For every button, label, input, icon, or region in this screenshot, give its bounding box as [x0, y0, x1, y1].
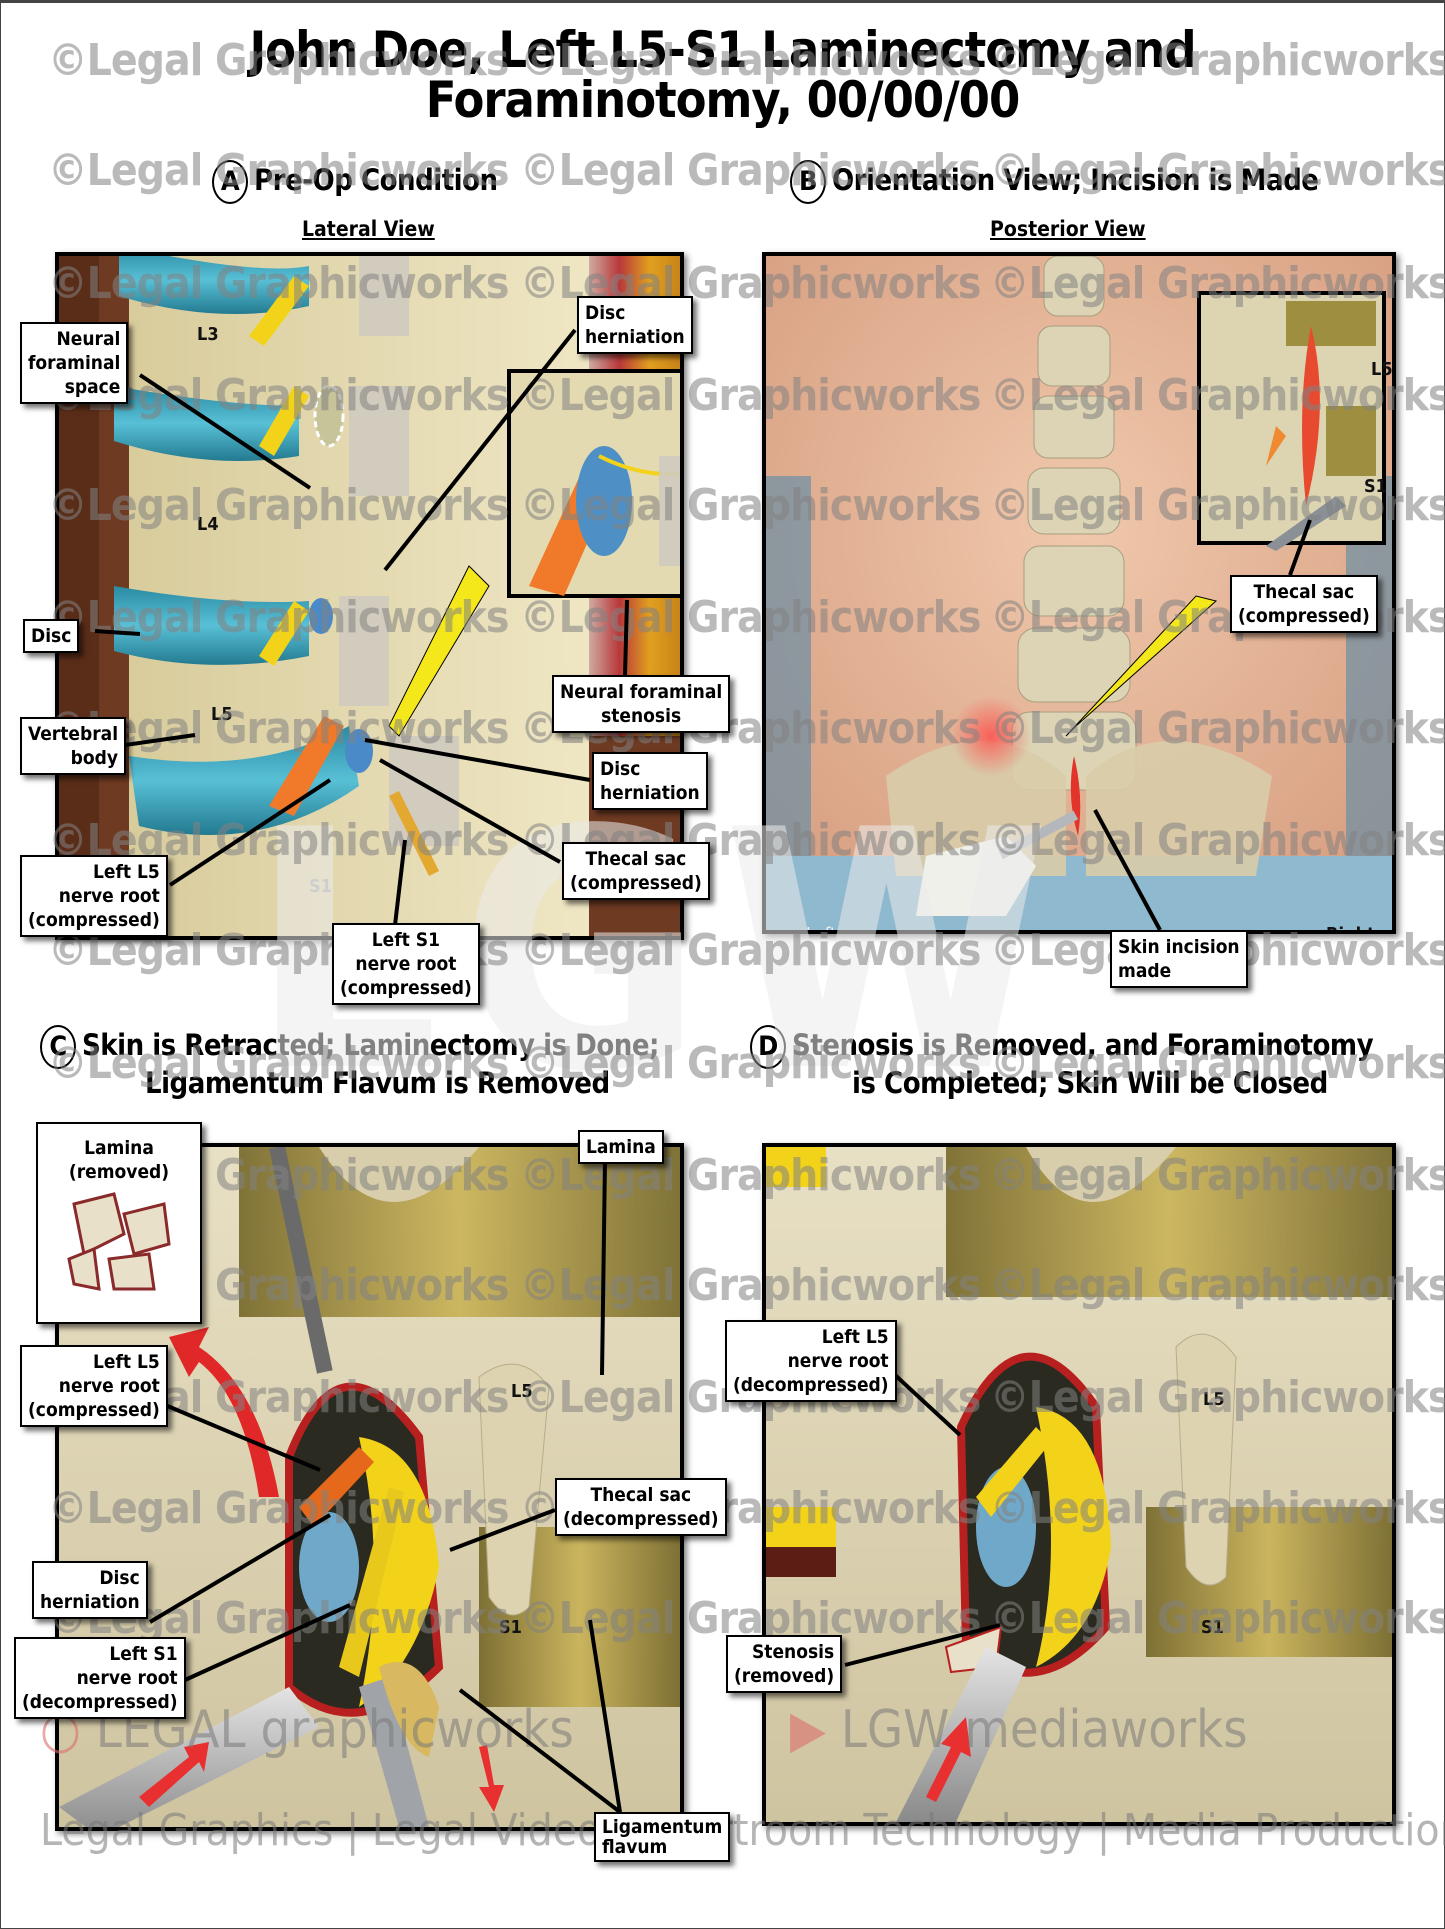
label-thecal-sac-compressed: Thecal sac(compressed): [562, 842, 710, 900]
label-stenosis-removed: Stenosis(removed): [726, 1635, 843, 1693]
page-title-line2: Foraminotomy, 00/00/00: [425, 71, 1021, 129]
incision: [1070, 756, 1081, 836]
scalpel: [998, 810, 1079, 860]
left-l5-nerve-root: [299, 1447, 374, 1527]
vertebra-l3-label: L3: [197, 324, 219, 345]
panel-b-view-label: Posterior View: [990, 217, 1146, 241]
neural-foraminal-space: [313, 384, 345, 448]
foraminotomy-illustration: [766, 1147, 1392, 1822]
inset-vertebra-l5-label: L5: [1371, 359, 1393, 380]
panel-c-letter: C: [40, 1025, 76, 1069]
vertebra-l5-label: L5: [211, 704, 233, 725]
disc-herniation-l5: [345, 729, 373, 773]
panel-c-heading-line2: Ligamentum Flavum is Removed: [145, 1066, 610, 1100]
vertebra-l4-label: L4: [197, 514, 219, 535]
left-l5-nerve-root-decompressed: [976, 1427, 1051, 1517]
nerve-l5: [259, 601, 309, 666]
orientation-left-label: Left: [806, 924, 836, 930]
label-lamina: Lamina: [578, 1130, 664, 1164]
vertebra-l5-label-c: L5: [511, 1381, 533, 1402]
panel-a-illustration: L3 L4 L5 S1: [55, 252, 684, 940]
vertebra-s1-label: S1: [309, 876, 332, 897]
panel-b-heading-text: Orientation View; Incision is Made: [832, 163, 1319, 197]
panel-b-letter: B: [790, 160, 826, 204]
orientation-right-label: Right: [1326, 924, 1375, 930]
label-thecal-sac-decompressed-c: Thecal sac(decompressed): [555, 1478, 727, 1536]
vertebra-l5-label-d: L5: [1203, 1389, 1225, 1410]
vertebra-s1-label-d: S1: [1201, 1617, 1224, 1638]
panel-a-letter: A: [212, 160, 248, 204]
disc-l4-l5: [114, 586, 309, 665]
panel-d-heading-line1: Stenosis is Removed, and Foraminotomy: [792, 1028, 1374, 1062]
panel-d-letter: D: [750, 1025, 786, 1069]
left-s1-nerve-root: [339, 1487, 404, 1677]
removed-lamina-fragments: [67, 1192, 171, 1291]
kerrison-rongeur: [269, 1147, 333, 1374]
lateral-spine-illustration: [59, 256, 680, 936]
inset-vertebra-s1-label: S1: [1364, 476, 1387, 497]
thecal-sac: [359, 1437, 439, 1707]
vertebra-s1-label-c: S1: [499, 1617, 522, 1638]
label-disc: Disc: [23, 619, 80, 653]
panel-a-heading-text: Pre-Op Condition: [254, 163, 498, 197]
disc-herniation-l4: [309, 598, 333, 634]
page-title-line1: John Doe, Left L5-S1 Laminectomy and: [249, 21, 1196, 79]
panel-d-illustration: L5 S1: [762, 1143, 1396, 1826]
panel-a-view-label: Lateral View: [302, 217, 435, 241]
disc-l2-l3: [119, 256, 309, 314]
panel-c-heading-line1: Skin is Retracted; Laminectomy is Done;: [82, 1028, 659, 1062]
disc-herniation: [299, 1512, 359, 1622]
label-lamina-removed-inset: Lamina (removed): [36, 1122, 202, 1324]
label-thecal-sac-compressed-b: Thecal sac(compressed): [1230, 575, 1378, 633]
panel-d-heading-line2: is Completed; Skin Will be Closed: [852, 1066, 1328, 1100]
nerve-l3: [249, 276, 309, 346]
